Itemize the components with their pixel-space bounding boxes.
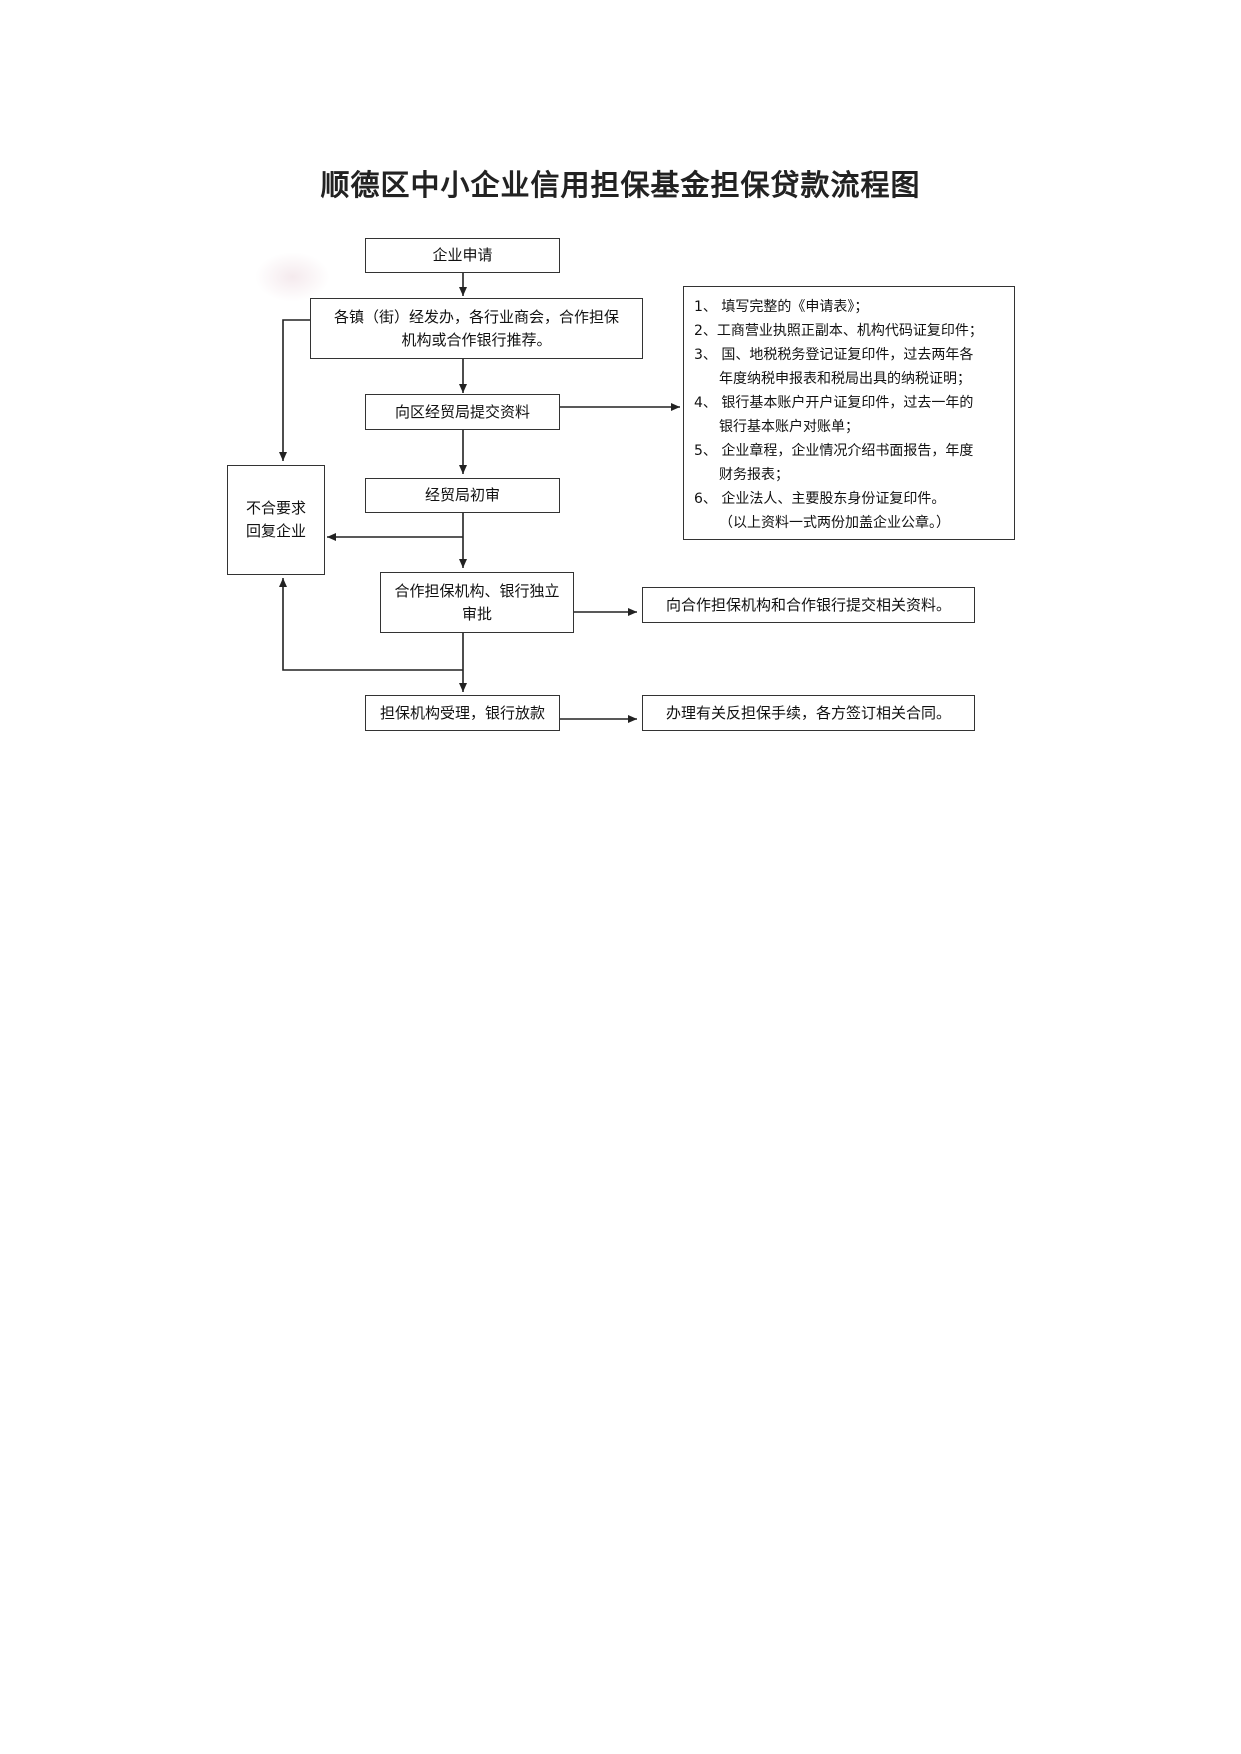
requirement-note: （以上资料一式两份加盖企业公章。） xyxy=(719,515,950,531)
node-counter-guarantee: 办理有关反担保手续，各方签订相关合同。 xyxy=(642,695,975,731)
node-submit-to-partners: 向合作担保机构和合作银行提交相关资料。 xyxy=(642,587,975,623)
requirement-item-4-cont: 银行基本账户对账单； xyxy=(719,419,859,435)
requirement-item-2: 2、工商营业执照正副本、机构代码证复印件； xyxy=(694,323,983,339)
node-submit-materials-label: 向区经贸局提交资料 xyxy=(394,402,530,421)
node-initial-review-label: 经贸局初审 xyxy=(424,486,500,504)
node-independent-approval: 合作担保机构、银行独立 审批 xyxy=(380,572,574,633)
node-reject-reply: 不合要求 回复企业 xyxy=(227,465,325,575)
diagram-title: 顺德区中小企业信用担保基金担保贷款流程图 xyxy=(320,168,921,202)
node-enterprise-apply: 企业申请 xyxy=(365,238,560,273)
node-counter-guarantee-label: 办理有关反担保手续，各方签订相关合同。 xyxy=(665,703,951,722)
node-loan-release-label: 担保机构受理，银行放款 xyxy=(379,703,545,722)
node-recommendation: 各镇（街）经发办，各行业商会，合作担保 机构或合作银行推荐。 xyxy=(310,298,643,359)
requirement-item-4: 4、 银行基本账户开户证复印件，过去一年的 xyxy=(694,395,974,411)
node-reject-line1: 不合要求 xyxy=(245,499,306,517)
node-reject-line2: 回复企业 xyxy=(245,522,306,540)
requirement-item-1: 1、 填写完整的《申请表》； xyxy=(694,299,869,315)
scan-smudge xyxy=(255,252,330,302)
arrow-approval-to-reject xyxy=(279,578,463,671)
requirements-list: 1、 填写完整的《申请表》； 2、工商营业执照正副本、机构代码证复印件； 3、 … xyxy=(683,286,1015,540)
node-submit-to-partners-label: 向合作担保机构和合作银行提交相关资料。 xyxy=(665,595,951,614)
requirement-item-5: 5、 企业章程，企业情况介绍书面报告，年度 xyxy=(694,443,974,459)
requirement-item-3: 3、 国、地税税务登记证复印件，过去两年各 xyxy=(694,347,974,363)
node-enterprise-apply-label: 企业申请 xyxy=(432,246,493,264)
node-recommendation-line2: 机构或合作银行推荐。 xyxy=(401,330,552,349)
arrow-recommend-to-reject xyxy=(279,319,310,461)
node-loan-release: 担保机构受理，银行放款 xyxy=(365,695,560,731)
requirement-item-5-cont: 财务报表； xyxy=(719,467,789,483)
requirement-item-6: 6、 企业法人、主要股东身份证复印件。 xyxy=(694,491,946,507)
requirement-item-3-cont: 年度纳税申报表和税局出具的纳税证明； xyxy=(719,371,971,387)
node-approval-line1: 合作担保机构、银行独立 xyxy=(394,581,560,600)
node-submit-materials: 向区经贸局提交资料 xyxy=(365,394,560,430)
node-recommendation-line1: 各镇（街）经发办，各行业商会，合作担保 xyxy=(333,307,619,326)
node-approval-line2: 审批 xyxy=(461,604,492,623)
node-initial-review: 经贸局初审 xyxy=(365,478,560,513)
